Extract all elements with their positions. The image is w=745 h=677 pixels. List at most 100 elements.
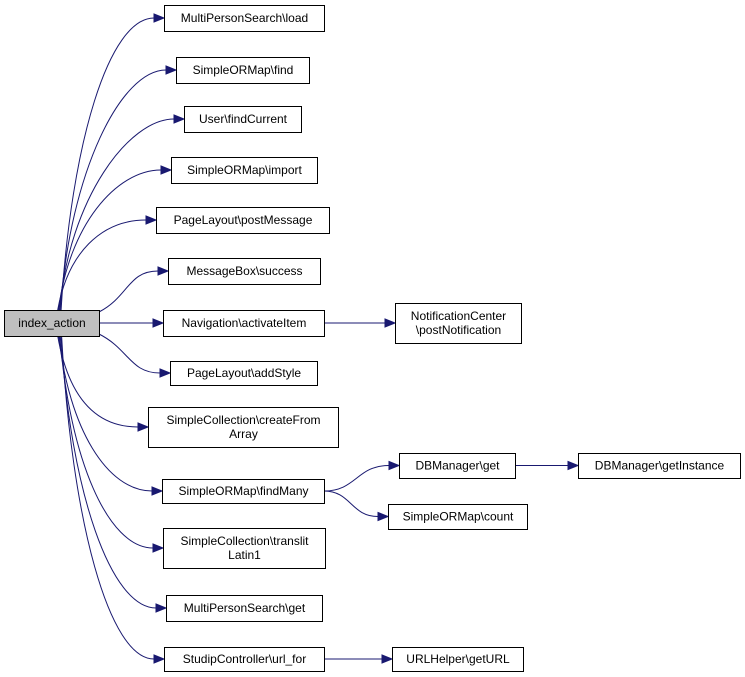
- call-edge-index_action-to-som_find: [59, 65, 178, 311]
- node-dbm-getinstance[interactable]: DBManager\getInstance: [578, 453, 741, 479]
- node-box[interactable]: [163, 310, 325, 337]
- arrowhead-icon: [151, 486, 164, 496]
- arrowhead-icon: [157, 266, 170, 276]
- node-box[interactable]: [4, 310, 100, 337]
- call-edge-index_action-to-sc_translitlatin1: [59, 335, 165, 553]
- node-label: SimpleCollection\translit: [180, 534, 309, 548]
- node-mps-load[interactable]: MultiPersonSearch\load: [164, 5, 325, 32]
- node-dbm-get[interactable]: DBManager\get: [399, 453, 516, 479]
- arrowhead-icon: [567, 460, 580, 471]
- node-user-findcurrent[interactable]: User\findCurrent: [184, 106, 302, 133]
- arrowhead-icon: [153, 13, 166, 23]
- node-label: URLHelper\getURL: [406, 652, 510, 666]
- node-urlh-geturl[interactable]: URLHelper\getURL: [392, 647, 524, 672]
- node-label: MultiPersonSearch\load: [181, 11, 308, 25]
- node-box[interactable]: [163, 528, 326, 569]
- node-box[interactable]: [162, 479, 325, 504]
- node-label: SimpleORMap\findMany: [178, 484, 308, 498]
- node-label: SimpleORMap\import: [187, 163, 302, 177]
- call-edge-index_action-to-nav_activateitem: [99, 318, 165, 328]
- node-box[interactable]: [395, 303, 522, 344]
- edge-line: [59, 69, 167, 311]
- node-label: PageLayout\addStyle: [187, 366, 301, 380]
- edge-line: [61, 335, 155, 660]
- node-nc-postnotification[interactable]: NotificationCenter\postNotification: [395, 303, 522, 344]
- node-pl-postmessage[interactable]: PageLayout\postMessage: [156, 207, 330, 234]
- call-edge-index_action-to-sc_urlfor: [61, 335, 166, 664]
- node-label: SimpleORMap\count: [403, 510, 514, 524]
- edge-line: [58, 335, 153, 492]
- node-label: \postNotification: [416, 323, 501, 337]
- arrowhead-icon: [159, 368, 172, 378]
- arrowhead-icon: [145, 215, 158, 225]
- node-box[interactable]: [170, 361, 318, 386]
- edge-line: [57, 335, 139, 428]
- edge-line: [58, 118, 175, 311]
- node-box[interactable]: [388, 504, 528, 530]
- call-edge-som_findmany-to-dbm_get: [323, 460, 401, 492]
- node-box[interactable]: [184, 106, 302, 133]
- node-label: MessageBox\success: [186, 264, 302, 278]
- node-som-findmany[interactable]: SimpleORMap\findMany: [162, 479, 325, 504]
- node-pl-addstyle[interactable]: PageLayout\addStyle: [170, 361, 318, 386]
- node-box[interactable]: [164, 5, 325, 32]
- node-label: index_action: [18, 316, 85, 330]
- node-box[interactable]: [164, 647, 325, 672]
- call-edge-nav_activateitem-to-nc_postnotification: [324, 318, 397, 328]
- node-box[interactable]: [156, 207, 330, 234]
- arrowhead-icon: [377, 511, 390, 522]
- arrowhead-icon: [381, 654, 394, 664]
- node-label: PageLayout\postMessage: [174, 213, 313, 227]
- call-edge-index_action-to-mps_get: [60, 335, 168, 613]
- node-nav-activateitem[interactable]: Navigation\activateItem: [163, 310, 325, 337]
- call-edge-index_action-to-pl_addstyle: [98, 333, 172, 378]
- edge-line: [58, 169, 162, 311]
- node-sc-urlfor[interactable]: StudipController\url_for: [164, 647, 325, 672]
- node-label: User\findCurrent: [199, 112, 288, 126]
- edge-line: [60, 17, 155, 311]
- arrowhead-icon: [173, 114, 186, 124]
- arrowhead-icon: [160, 165, 173, 175]
- call-edge-som_findmany-to-som_count: [323, 490, 390, 522]
- node-box[interactable]: [168, 258, 321, 285]
- node-label: StudipController\url_for: [183, 652, 306, 666]
- arrowhead-icon: [384, 318, 397, 328]
- arrowhead-icon: [152, 318, 165, 328]
- node-som-count[interactable]: SimpleORMap\count: [388, 504, 528, 530]
- node-box[interactable]: [176, 57, 310, 84]
- node-box[interactable]: [166, 595, 323, 622]
- node-mb-success[interactable]: MessageBox\success: [168, 258, 321, 285]
- node-label: SimpleCollection\createFrom: [166, 413, 320, 427]
- node-box[interactable]: [392, 647, 524, 672]
- call-edge-index_action-to-mps_load: [60, 13, 166, 311]
- function-nodes: index_action MultiPersonSearch\loadSimple…: [4, 5, 741, 672]
- node-som-find[interactable]: SimpleORMap\find: [176, 57, 310, 84]
- node-label: Array: [229, 427, 258, 441]
- node-label: SimpleORMap\find: [193, 63, 294, 77]
- call-edge-index_action-to-mb_success: [98, 266, 170, 313]
- edge-line: [323, 490, 379, 517]
- node-box[interactable]: [578, 453, 741, 479]
- edge-line: [98, 270, 159, 313]
- arrowhead-icon: [153, 654, 166, 664]
- node-box[interactable]: [171, 157, 318, 184]
- node-label: Latin1: [228, 548, 261, 562]
- node-label: NotificationCenter: [411, 309, 506, 323]
- call-edge-index_action-to-user_findcurrent: [58, 114, 186, 311]
- node-box[interactable]: [148, 407, 339, 448]
- node-mps-get[interactable]: MultiPersonSearch\get: [166, 595, 323, 622]
- node-label: DBManager\getInstance: [595, 459, 725, 473]
- edge-line: [98, 333, 161, 374]
- node-som-import[interactable]: SimpleORMap\import: [171, 157, 318, 184]
- arrowhead-icon: [388, 460, 401, 471]
- arrowhead-icon: [152, 543, 165, 553]
- node-box[interactable]: [399, 453, 516, 479]
- node-index-action[interactable]: index_action: [4, 310, 100, 337]
- arrowhead-icon: [155, 603, 168, 613]
- node-label: DBManager\get: [415, 459, 500, 473]
- call-edges: [57, 13, 580, 664]
- call-edge-sc_urlfor-to-urlh_geturl: [323, 654, 394, 664]
